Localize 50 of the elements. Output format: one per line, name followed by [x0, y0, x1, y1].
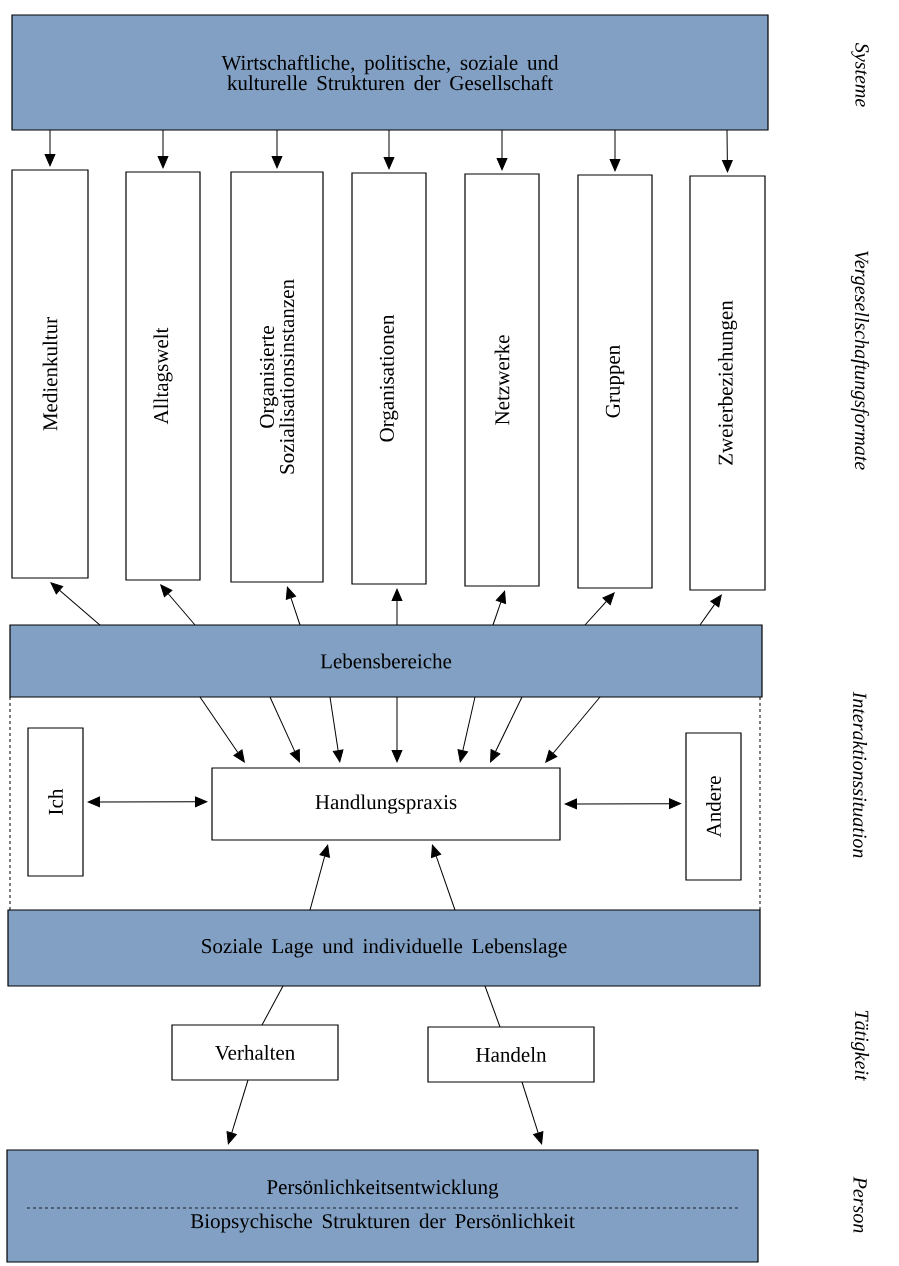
vertical-box: Organisationen — [351, 172, 427, 585]
process-box: Handeln — [427, 1026, 595, 1083]
arrow — [383, 129, 395, 170]
arrow — [50, 582, 101, 626]
arrow — [391, 696, 403, 763]
vertical-box: Medienkultur — [11, 169, 89, 579]
connector-line — [484, 985, 501, 1028]
arrow — [496, 129, 508, 171]
arrow — [490, 696, 523, 763]
band-box: Lebensbereiche — [9, 624, 763, 698]
arrow — [609, 129, 621, 172]
arrow — [722, 129, 733, 173]
arrow — [157, 129, 169, 169]
side-label: Interaktionssituation — [852, 691, 868, 858]
arrow — [545, 696, 601, 763]
arrow — [285, 586, 301, 626]
side-label: Systeme — [851, 43, 869, 107]
arrow — [564, 798, 682, 810]
arrow — [329, 696, 344, 763]
arrow — [160, 584, 196, 626]
process-box: Verhalten — [171, 1024, 339, 1081]
arrow — [492, 590, 507, 626]
arrow — [269, 696, 300, 763]
vertical-box: Organisierte Sozialisationsinstanzen — [230, 171, 324, 583]
vertical-box: Netzwerke — [464, 173, 540, 587]
arrow — [391, 588, 403, 626]
band-box: Persönlichkeitsentwicklung Biopsychische Strukturen der Persönlichkeit — [6, 1149, 759, 1263]
arrow — [87, 796, 208, 808]
vertical-box: Gruppen — [577, 174, 653, 589]
side-label: Tätigkeit — [850, 1010, 870, 1081]
vertical-box: Andere — [685, 732, 742, 881]
side-label: Person — [853, 1176, 867, 1233]
connector-line — [261, 985, 284, 1026]
arrow — [431, 844, 456, 911]
process-box: Handlungspraxis — [211, 767, 561, 841]
arrow — [457, 696, 476, 763]
arrow — [226, 1079, 249, 1145]
vertical-box: Alltagswelt — [125, 171, 201, 581]
arrow — [309, 844, 330, 911]
vertical-box: Zweierbeziehungen — [689, 175, 766, 591]
band-box: Wirtschaftliche, politische, soziale und kulturelle Strukturen der Gesellschaft — [11, 14, 769, 131]
vertical-box: Ich — [27, 727, 84, 877]
arrow — [584, 592, 615, 626]
arrow — [699, 594, 722, 626]
side-label: Vergesellschaftungsformate — [850, 250, 870, 470]
arrow — [271, 129, 283, 169]
arrow — [199, 696, 245, 763]
band-box: Soziale Lage und individuelle Lebenslage — [7, 909, 761, 987]
arrow — [44, 129, 56, 167]
arrow — [521, 1081, 544, 1145]
